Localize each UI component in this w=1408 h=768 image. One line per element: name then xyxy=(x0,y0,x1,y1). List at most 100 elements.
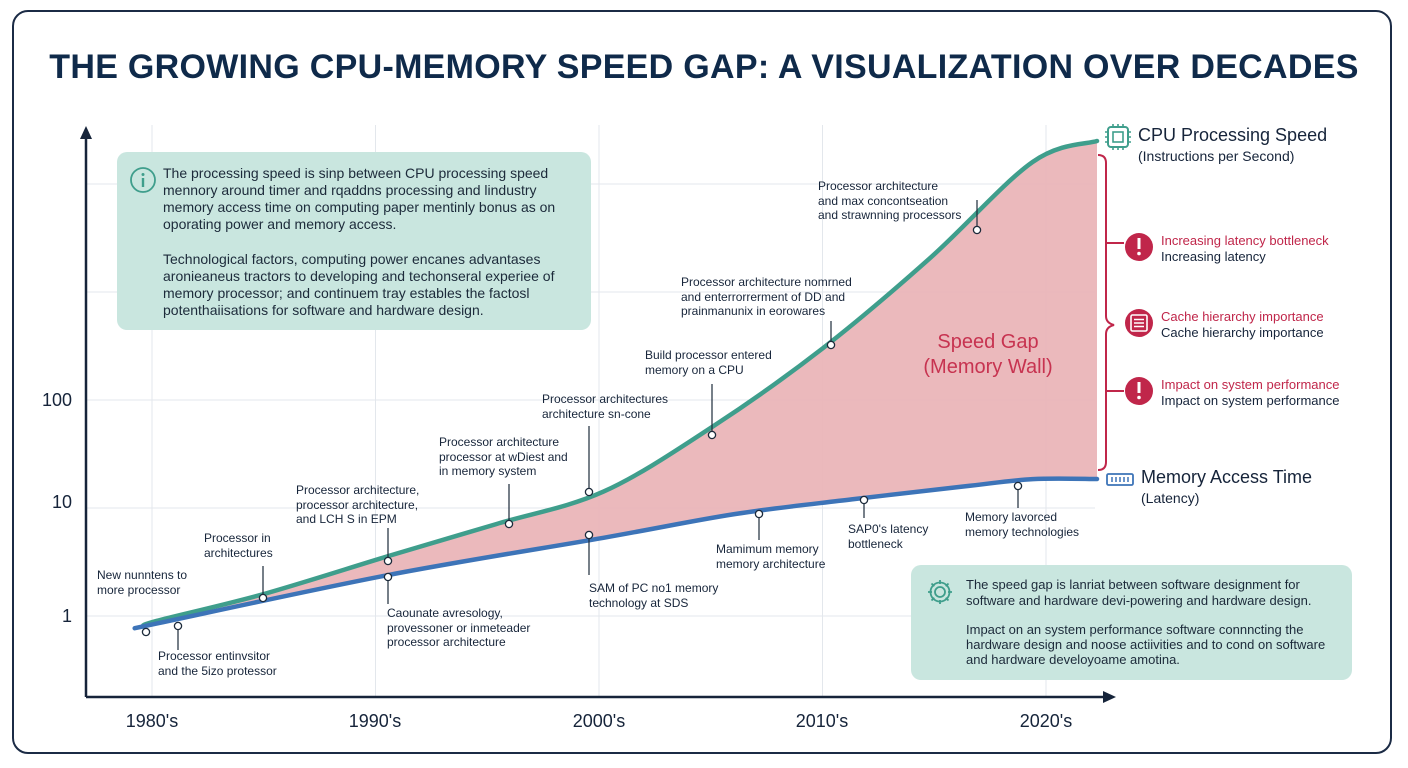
data-points xyxy=(141,225,1023,637)
annotation-label-line: and the 5izo protessor xyxy=(158,663,277,678)
alert-icon xyxy=(1125,377,1153,405)
y-axis-arrow xyxy=(80,126,92,139)
data-point-marker xyxy=(141,627,151,637)
annotation-label-line: processor at wDiest and xyxy=(439,449,568,464)
annotation-label-line: processor architecture xyxy=(387,635,506,649)
annotation-label-line: memory on a CPU xyxy=(645,362,744,377)
side-note-dark: Increasing latency xyxy=(1161,249,1266,264)
annotation-label-line: Memory lavorced xyxy=(965,510,1058,524)
speed-gap-label-line: (Memory Wall) xyxy=(923,356,1053,378)
x-tick-label: 1980's xyxy=(125,711,179,731)
x-tick-label: 2010's xyxy=(795,711,849,731)
memory-legend-title: Memory Access Time xyxy=(1141,467,1313,487)
annotation-label-line: New nunntens to xyxy=(97,568,188,582)
annotation-label-line: Processor architecture nomrned xyxy=(681,275,852,289)
annotation-label-line: architectures xyxy=(204,545,273,560)
x-tick-label: 2020's xyxy=(1019,711,1073,731)
summary-box: The speed gap is lanriat between softwar… xyxy=(911,565,1352,680)
data-point-marker xyxy=(826,340,836,350)
annotation-label-line: Processor architecture xyxy=(818,179,939,193)
annotation-label-line: Processor architectures xyxy=(542,392,669,406)
y-tick-label: 1 xyxy=(61,606,72,626)
memory-module-icon xyxy=(1106,473,1134,486)
info-paragraph-1: The processing speed is sinp between CPU… xyxy=(163,165,556,232)
chart-title: THE GROWING CPU-MEMORY SPEED GAP: A VISU… xyxy=(49,48,1359,86)
annotation-label-line: Mamimum memory xyxy=(716,542,819,556)
x-tick-label: 2000's xyxy=(572,711,626,731)
speed-gap-label-line: Speed Gap xyxy=(937,331,1039,353)
data-point-marker xyxy=(383,556,393,566)
data-point-marker xyxy=(707,430,717,440)
annotation-label-line: memory architecture xyxy=(716,556,826,571)
annotation-label-line: memory technologies xyxy=(965,524,1080,539)
info-paragraph-2: Technological factors, computing power e… xyxy=(163,251,555,318)
side-note-red: Increasing latency bottleneck xyxy=(1161,233,1329,248)
data-point-marker xyxy=(972,225,982,235)
annotation-label-line: Processor entinvsitor xyxy=(158,649,271,663)
data-point-marker xyxy=(1013,481,1023,491)
info-icon xyxy=(130,167,156,193)
alert-icon xyxy=(1125,233,1153,261)
info-box: The processing speed is sinp between CPU… xyxy=(117,152,591,330)
data-point-marker xyxy=(584,487,594,497)
annotation-label-line: prainmanunix in eorowares xyxy=(681,304,826,318)
axes xyxy=(80,126,1116,703)
data-point-marker xyxy=(754,509,764,519)
x-tick-label: 1990's xyxy=(348,711,402,731)
annotation-label-line: Caounate avresology, xyxy=(387,606,503,620)
annotation-label-line: SAM of PC no1 memory xyxy=(589,581,719,595)
side-note-dark: Cache hierarchy importance xyxy=(1161,325,1324,340)
cpu-legend-subtitle: (Instructions per Second) xyxy=(1138,148,1295,164)
annotation-label-line: and max concontseation xyxy=(818,193,949,208)
annotation-label-line: and enterrorrerment of DD and xyxy=(681,289,846,304)
side-note-red: Impact on system performance xyxy=(1161,377,1340,392)
speed-gap-label: Speed Gap (Memory Wall) xyxy=(900,330,1076,380)
data-point-marker xyxy=(584,530,594,540)
annotation-leaders xyxy=(177,200,1019,650)
data-point-marker xyxy=(173,621,183,631)
annotation-label-line: SAP0's latency xyxy=(848,522,929,536)
cpu-chip-icon xyxy=(1105,124,1131,150)
memory-legend-subtitle: (Latency) xyxy=(1141,490,1200,506)
summary-paragraph-2: Impact on an system performance software… xyxy=(966,622,1326,667)
annotation-label: Processor architecture,processor archite… xyxy=(296,483,419,527)
y-tick-label: 100 xyxy=(41,390,72,410)
gap-bracket xyxy=(1097,154,1124,471)
annotation-label-line: Processor in xyxy=(204,531,271,545)
data-point-marker xyxy=(859,495,869,505)
gear-icon xyxy=(928,580,952,604)
x-axis-arrow xyxy=(1103,691,1116,703)
annotation-label-line: Processor architecture, xyxy=(296,483,420,497)
annotation-label: Caounate avresology,provessoner or inmet… xyxy=(387,606,530,650)
annotation-label-line: technology at SDS xyxy=(589,595,689,610)
annotation-label-line: Build processor entered xyxy=(645,348,772,362)
y-tick-label: 10 xyxy=(51,492,72,512)
annotation-label-line: and strawnning processors xyxy=(818,208,962,222)
cache-icon xyxy=(1125,309,1153,337)
annotation-label-line: more processor xyxy=(97,582,181,597)
memory-access-line xyxy=(132,476,1100,631)
data-point-marker xyxy=(504,519,514,529)
annotation-label-line: and LCH S in EPM xyxy=(296,512,397,526)
summary-paragraph-1: The speed gap is lanriat between softwar… xyxy=(966,577,1312,608)
cpu-legend-title: CPU Processing Speed xyxy=(1138,125,1328,145)
data-point-marker xyxy=(258,593,268,603)
annotation-label-line: in memory system xyxy=(439,464,537,478)
side-note-dark: Impact on system performance xyxy=(1161,393,1340,408)
annotation-label-line: bottleneck xyxy=(848,536,903,551)
side-note-red: Cache hierarchy importance xyxy=(1161,309,1324,324)
annotation-label-line: processor architecture, xyxy=(296,497,419,512)
